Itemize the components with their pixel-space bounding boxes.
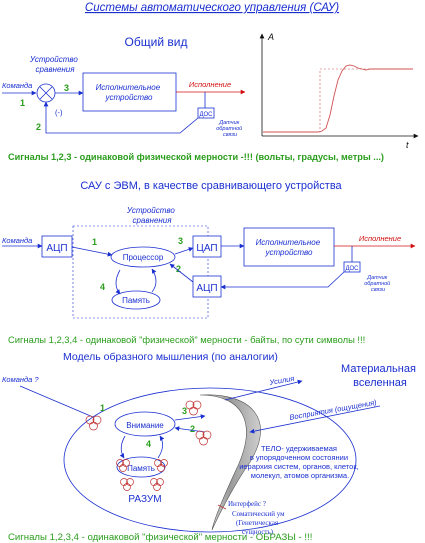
s2-mem-to-cpu-arrow <box>151 268 157 293</box>
s2-cpu-to-dac-arrow <box>174 247 194 255</box>
s3-interface-pointer <box>217 504 227 510</box>
s3-memory-node <box>116 456 166 478</box>
s3-universe-label: Материальная вселенная <box>341 363 419 389</box>
main-title: Системы автоматического управления (САУ) <box>85 2 339 14</box>
s3-mem-to-att-arrow <box>157 435 165 459</box>
s3-image-glyph-5 <box>154 459 168 472</box>
s1-signals-note: Сигналы 1,2,3 - одинаковой физической ме… <box>8 152 384 162</box>
s2-comparator-label: Устройство сравнения <box>126 206 177 225</box>
s3-command-label: Команда ? <box>2 375 39 384</box>
s2-adc2-block <box>192 275 222 298</box>
s3-mind-label: РАЗУМ <box>128 494 161 505</box>
s1-dos-block <box>197 107 215 119</box>
s2-memory-node <box>111 290 161 310</box>
s2-adc-label: АЦП <box>46 243 67 254</box>
s3-command-arrow <box>19 385 101 421</box>
s3-attention-label: Внимание <box>126 421 164 430</box>
s1-dos-label: ДОС <box>199 112 213 118</box>
s3-num-4: 4 <box>146 439 151 449</box>
s1-command-label: Команда <box>2 81 32 90</box>
s1-output-label: Исполнение <box>189 80 231 89</box>
s1-plot-setpoint-step <box>263 68 413 133</box>
s3-effort-arrow <box>224 379 303 401</box>
s3-interface-crescent <box>199 394 261 531</box>
s3-image-glyph-2 <box>185 400 202 416</box>
s3-perception-label: Восприятия (ощущения) <box>289 398 378 422</box>
s2-dos-block <box>343 261 361 273</box>
s2-comparator-frame <box>72 225 209 319</box>
s2-processor-node <box>110 246 176 268</box>
s2-signals-note: Сигналы 1,2,3,4 - одинаковой "физической… <box>8 334 365 345</box>
s1-num-3: 3 <box>64 83 69 93</box>
s2-num-1: 1 <box>92 237 97 247</box>
s2-adc-to-cpu-arrow <box>71 246 113 257</box>
s3-image-glyph-6 <box>120 478 134 491</box>
s2-dac-block <box>192 235 222 258</box>
s1-exec-label: Исполнительное устройство <box>96 83 163 102</box>
s3-att-to-mem-arrow <box>119 435 126 459</box>
s3-attention-node <box>114 411 176 437</box>
s3-signals-note: Сигналы 1,2,3,4 - одинаковой "физической… <box>8 532 312 543</box>
s1-comparator-label: Устройство сравнения <box>29 55 80 74</box>
s3-effort-label: Усилия <box>268 374 295 387</box>
s2-processor-label: Процессор <box>123 253 164 262</box>
s3-num-1: 1 <box>100 403 105 413</box>
s1-plot-y-label: A <box>267 32 274 42</box>
s3-image-glyph-1 <box>85 415 102 431</box>
s2-adc2-label: АЦП <box>196 283 217 294</box>
s2-output-label: Исполнение <box>359 234 401 243</box>
s2-adc2-to-cpu-arrow <box>169 263 194 283</box>
s2-exec-label: Исполнительное устройство <box>256 238 323 257</box>
s3-perception-arrow <box>249 405 381 434</box>
s2-command-label: Команда <box>2 236 32 245</box>
s1-sensor-label: Датчик обратной связи <box>216 120 244 138</box>
s2-num-4: 4 <box>100 282 105 292</box>
s3-somatic-label: Соматический ум (Генетическая сущность) <box>232 510 286 536</box>
s1-minus: (-) <box>55 108 63 117</box>
s2-sensor-label: Датчик обратной связи <box>364 275 392 293</box>
s1-num-2: 2 <box>36 122 41 132</box>
s2-dos-label: ДОС <box>345 266 359 272</box>
s3-num-2: 2 <box>190 424 195 434</box>
s2-feedback-arrow <box>220 271 345 290</box>
s2-adc-block <box>41 235 73 258</box>
s1-plot-response-curve <box>263 64 413 133</box>
s3-att-to-interface-arrow <box>174 414 206 421</box>
s3-body-label: ТЕЛО- удерживаемая в упорядоченном состо… <box>239 444 361 480</box>
s2-num-3: 3 <box>178 236 183 246</box>
s3-subtitle: Модель образного мышления (по аналогии) <box>63 351 278 363</box>
s3-num-3: 3 <box>182 406 187 416</box>
s1-exec-block <box>82 72 177 112</box>
s2-memory-label: Память <box>122 296 150 305</box>
s1-subtitle: Общий вид <box>125 35 188 49</box>
s2-cpu-to-mem-arrow <box>115 269 121 295</box>
s1-step-response-plot: A t <box>259 32 419 150</box>
s3-interface-label: Интерфейс ? <box>228 500 266 508</box>
s2-exec-block <box>243 227 335 267</box>
s2-subtitle: САУ с ЭВМ, в качестве сравнивающего устр… <box>80 180 342 192</box>
s1-num-1: 1 <box>20 98 25 108</box>
s1-summing-junction <box>36 83 56 103</box>
s3-image-glyph-3 <box>195 430 212 446</box>
s2-dac-label: ЦАП <box>196 243 217 254</box>
s1-plot-x-label: t <box>406 140 409 150</box>
s3-image-glyph-4 <box>116 459 130 472</box>
s3-memory-label: Память <box>127 464 155 473</box>
s1-feedback-arrow <box>43 101 199 134</box>
s3-image-glyph-7 <box>150 478 164 491</box>
s2-num-2: 2 <box>176 264 181 274</box>
